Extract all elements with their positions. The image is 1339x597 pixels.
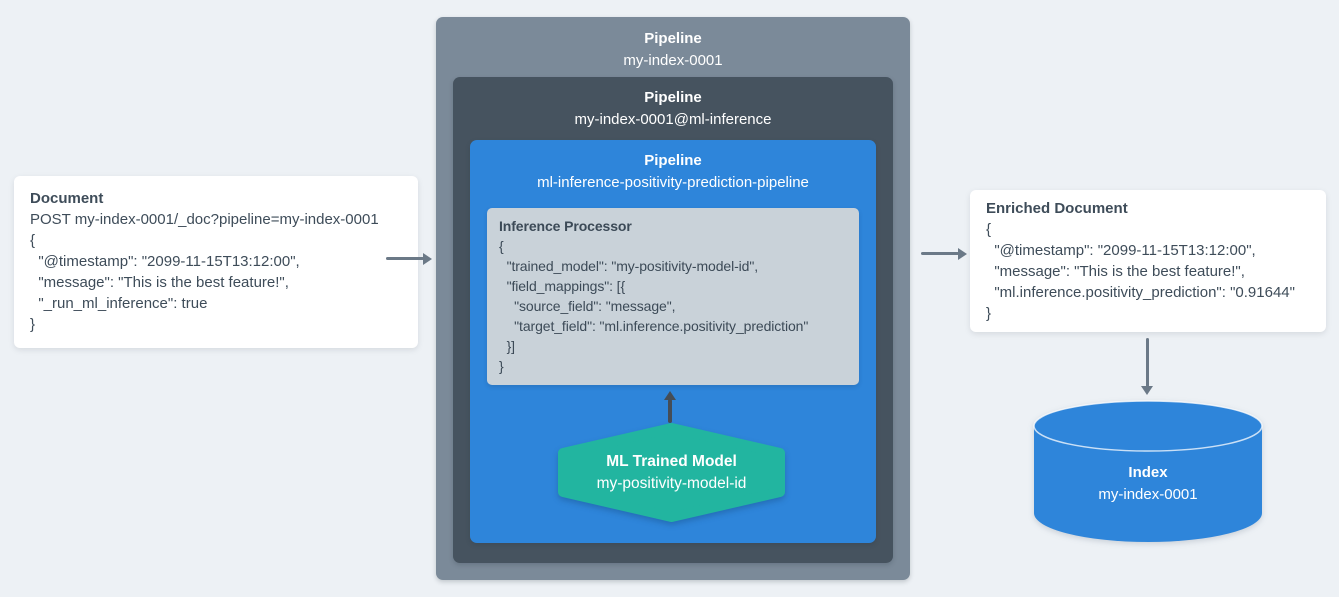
index-title: Index [1128,464,1168,481]
document-card-title: Document [30,190,104,207]
code-line: "ml.inference.positivity_prediction": "0… [986,284,1295,301]
pipeline-ml-title: Pipeline ml-inference-positivity-predict… [470,140,876,194]
code-line: "target_field": "ml.inference.positivity… [499,318,809,334]
arrow-head [664,391,676,400]
arrow-shaft [668,399,672,423]
inference-processor-title: Inference Processor [499,218,632,234]
pipeline-outer-title-label: Pipeline [644,30,702,47]
ml-model-subtitle: my-positivity-model-id [596,474,747,492]
code-line: POST my-index-0001/_doc?pipeline=my-inde… [30,211,379,228]
arrow-shaft [386,257,424,260]
enriched-document-card: Enriched Document { "@timestamp": "2099-… [970,190,1326,332]
code-line: "trained_model": "my-positivity-model-id… [499,258,759,274]
code-line: { [499,238,504,254]
pipeline-outer-subtitle: my-index-0001 [623,52,723,69]
code-line: } [986,305,992,322]
pipeline-inner-title-label: Pipeline [644,89,702,106]
code-line: "message": "This is the best feature!", [30,274,289,291]
pipeline-outer-title: Pipeline my-index-0001 [436,17,910,72]
code-line: "field_mappings": [{ [499,278,626,294]
pipeline-ml-box: Pipeline ml-inference-positivity-predict… [470,140,876,543]
index-subtitle: my-index-0001 [1098,486,1198,503]
arrow-head [958,247,967,260]
enriched-document-card-title: Enriched Document [986,200,1128,217]
pipeline-inner-subtitle: my-index-0001@ml-inference [574,111,772,128]
ml-model-title: ML Trained Model [606,452,737,470]
cylinder-shape [1033,400,1263,542]
ml-model-label: ML Trained Model my-positivity-model-id [558,423,785,522]
code-line: } [30,316,36,333]
index-cylinder: Index my-index-0001 [1033,400,1263,545]
hexagon-shape [558,423,785,522]
arrow-head [423,252,432,265]
arrow-shaft [1146,338,1149,387]
code-line: } [499,358,504,374]
code-line: "@timestamp": "2099-11-15T13:12:00", [30,253,300,270]
code-line: "_run_ml_inference": true [30,295,208,312]
code-line: "@timestamp": "2099-11-15T13:12:00", [986,242,1256,259]
code-line: { [986,221,992,238]
code-line: }] [499,338,515,354]
code-line: "source_field": "message", [499,298,676,314]
code-line: "message": "This is the best feature!", [986,263,1245,280]
inference-processor-box: Inference Processor { "trained_model": "… [487,208,859,385]
pipeline-inner-title: Pipeline my-index-0001@ml-inference [453,77,893,131]
pipeline-ml-title-label: Pipeline [644,152,702,169]
ml-model-hexagon: ML Trained Model my-positivity-model-id [558,423,785,522]
document-card: Document POST my-index-0001/_doc?pipelin… [14,176,418,348]
pipeline-ml-subtitle: ml-inference-positivity-prediction-pipel… [537,174,809,191]
pipeline-outer-box: Pipeline my-index-0001 Pipeline my-index… [436,17,910,580]
code-line: { [30,232,36,249]
index-label: Index my-index-0001 [1033,462,1263,506]
arrow-shaft [921,252,959,255]
arrow-head [1141,386,1153,395]
